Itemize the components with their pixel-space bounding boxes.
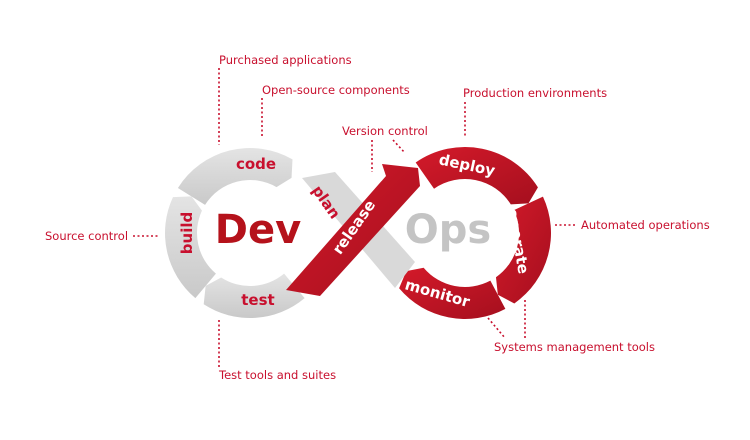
monitor-arc xyxy=(399,267,506,319)
operate-arc xyxy=(495,196,551,304)
build-arc xyxy=(164,196,216,299)
loop-rings xyxy=(164,146,551,319)
callout-version-control: Version control xyxy=(342,124,428,138)
callout-test-tools-and-suites: Test tools and suites xyxy=(218,368,336,382)
segment-build: build xyxy=(178,212,196,254)
leader-lines xyxy=(133,68,577,368)
ops-title: Ops xyxy=(405,207,491,253)
callout-automated-operations: Automated operations xyxy=(581,218,710,232)
callout-systems-management-tools: Systems management tools xyxy=(494,340,655,354)
callout-source-control: Source control xyxy=(45,229,128,243)
test-arc xyxy=(203,273,305,318)
segment-test: test xyxy=(241,291,274,309)
release-band xyxy=(286,164,420,296)
deploy-arc xyxy=(415,146,538,205)
code-arc xyxy=(177,148,293,205)
segment-code: code xyxy=(236,155,276,173)
callout-production-environments: Production environments xyxy=(463,86,607,100)
callout-purchased-applications: Purchased applications xyxy=(219,53,352,67)
callout-open-source-components: Open-source components xyxy=(262,83,410,97)
dev-title: Dev xyxy=(215,207,301,253)
